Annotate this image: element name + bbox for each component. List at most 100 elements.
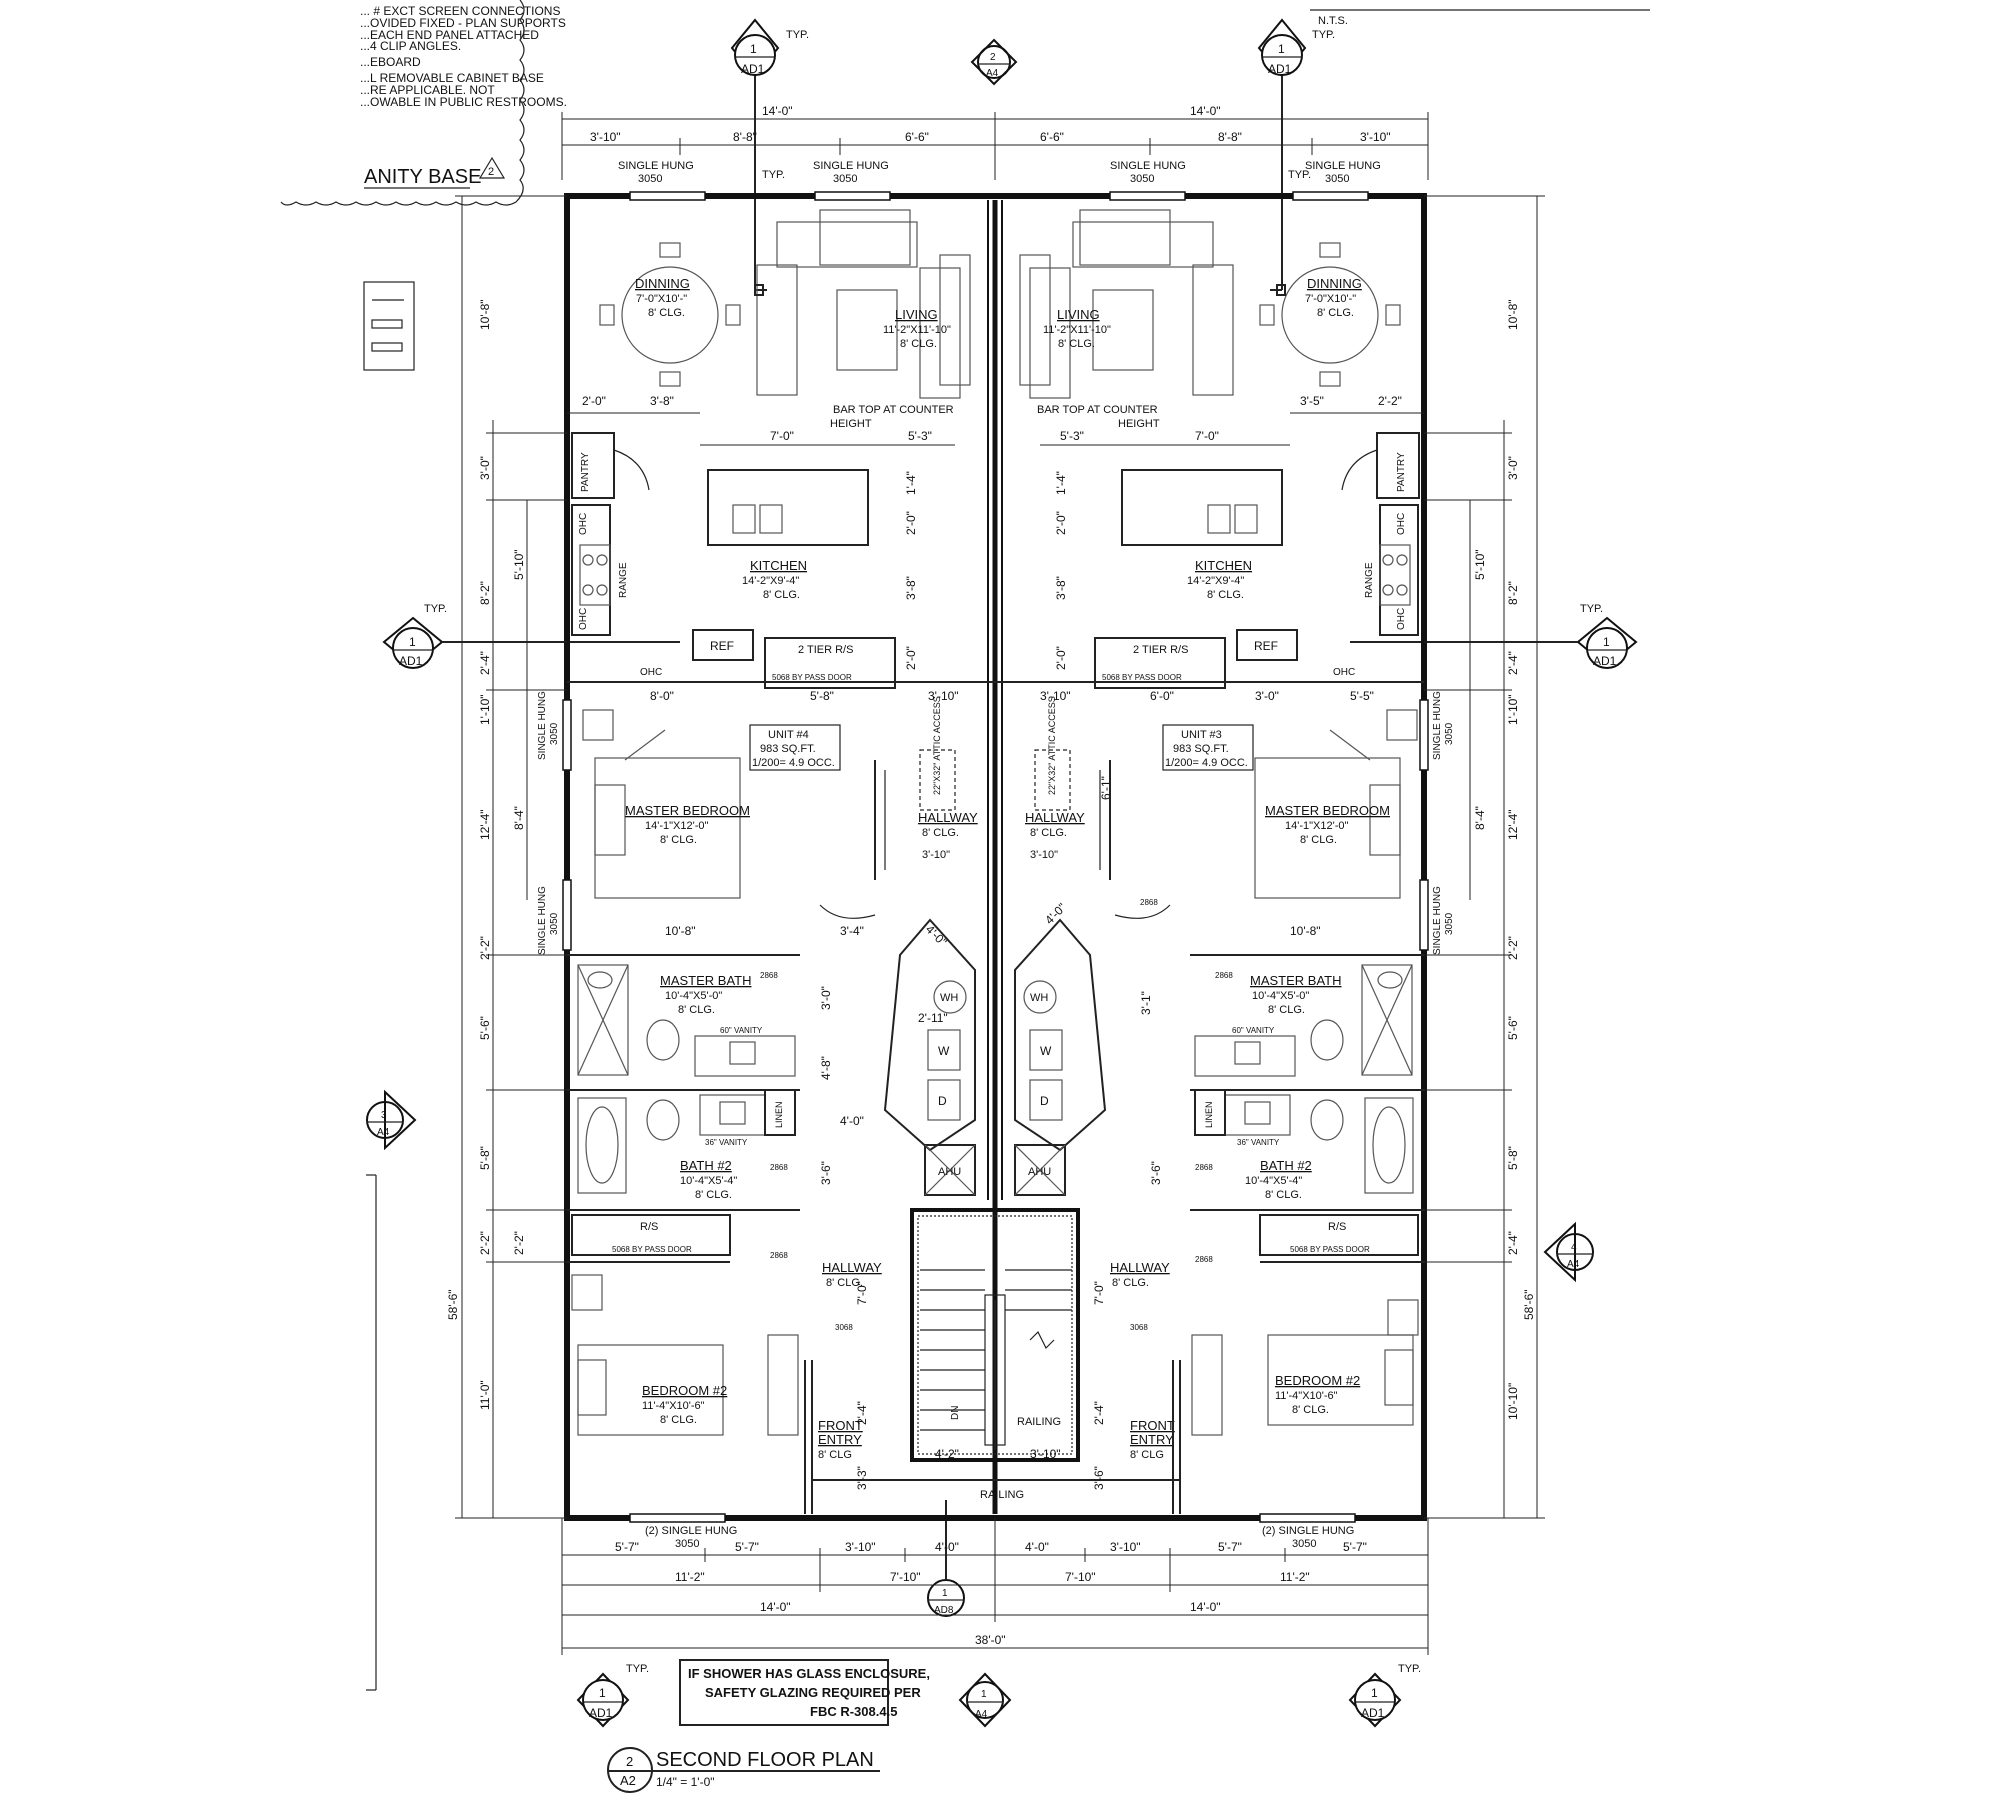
svg-text:36" VANITY: 36" VANITY — [705, 1138, 748, 1147]
svg-text:2'-2": 2'-2" — [512, 1231, 526, 1255]
dim-top-r2: 8'-8" — [1218, 130, 1242, 144]
living-furniture-right — [1019, 209, 1286, 399]
room-hallway2-left: HALLWAY — [822, 1260, 882, 1275]
title-name: SECOND FLOOR PLAN — [656, 1749, 874, 1771]
svg-text:8' CLG.: 8' CLG. — [1268, 1004, 1305, 1016]
svg-text:OHC: OHC — [1333, 667, 1355, 678]
room-hallway-left: HALLWAY — [918, 810, 978, 825]
svg-text:2 TIER R/S: 2 TIER R/S — [798, 644, 853, 656]
svg-text:5'-8": 5'-8" — [810, 689, 834, 703]
svg-text:8' CLG.: 8' CLG. — [678, 1004, 715, 1016]
svg-text:3'-3": 3'-3" — [855, 1466, 869, 1490]
svg-text:3: 3 — [381, 1110, 387, 1121]
right-dimensions: 58'-6" 10'-8" 3'-0" 5'-10" 8'-2" 2'-4" 1… — [1424, 195, 1545, 1519]
svg-text:5'-6": 5'-6" — [1506, 1016, 1520, 1040]
svg-text:1'-10": 1'-10" — [478, 694, 492, 725]
window-top-2-type: SINGLE HUNG — [813, 160, 889, 172]
svg-text:5'-7": 5'-7" — [735, 1540, 759, 1554]
window-bottom-left-type: (2) SINGLE HUNG — [645, 1525, 737, 1537]
svg-text:11'-4"X10'-6": 11'-4"X10'-6" — [642, 1400, 705, 1412]
note-line-2: ...OVIDED FIXED - PLAN SUPPORTS — [360, 16, 566, 30]
svg-text:2'-0": 2'-0" — [904, 511, 918, 535]
svg-text:4'-2": 4'-2" — [935, 1447, 959, 1461]
svg-text:AD1: AD1 — [399, 654, 423, 668]
linen-left: LINEN — [774, 1101, 784, 1128]
svg-text:8' CLG.: 8' CLG. — [826, 1277, 863, 1289]
svg-text:1/200= 4.9 OCC.: 1/200= 4.9 OCC. — [1165, 757, 1248, 769]
svg-text:5'-7": 5'-7" — [1343, 1540, 1367, 1554]
window-top-1-type: SINGLE HUNG — [618, 160, 694, 172]
svg-text:8' CLG.: 8' CLG. — [660, 834, 697, 846]
unit-label-3: UNIT #3 — [1181, 729, 1222, 741]
svg-text:8'-0": 8'-0" — [650, 689, 674, 703]
svg-text:7'-10": 7'-10" — [890, 1570, 921, 1584]
svg-text:TYP.: TYP. — [1288, 169, 1311, 181]
left-dimensions: 58'-6" 10'-8" 3'-0" 5'-10" 8'-2" 2'-4" 1… — [446, 195, 567, 1519]
svg-text:2 TIER R/S: 2 TIER R/S — [1133, 644, 1188, 656]
svg-text:8' CLG: 8' CLG — [818, 1449, 852, 1461]
svg-text:2: 2 — [990, 52, 996, 63]
railing-lower: RAILING — [980, 1489, 1024, 1501]
window-top-1-size: 3050 — [638, 173, 662, 185]
window-top-3-size: 3050 — [1130, 173, 1154, 185]
ahu-right: AHU — [1028, 1166, 1051, 1178]
svg-text:7'-0": 7'-0" — [770, 429, 794, 443]
dim-top-l1: 3'-10" — [590, 130, 621, 144]
svg-text:10'-8": 10'-8" — [1506, 299, 1520, 330]
svg-text:5'-10": 5'-10" — [1473, 549, 1487, 580]
svg-text:4'-0": 4'-0" — [1042, 900, 1069, 927]
front-entry-right: FRONT — [1130, 1418, 1175, 1433]
note-line-1: ... # EXCT SCREEN CONNECTIONS — [360, 4, 560, 18]
svg-text:2868: 2868 — [1215, 971, 1233, 980]
dining-table-left — [599, 242, 741, 387]
svg-text:2'-2": 2'-2" — [1506, 936, 1520, 960]
dining-table-right — [1259, 242, 1401, 387]
svg-text:1: 1 — [981, 1689, 987, 1700]
svg-text:AD8: AD8 — [934, 1605, 954, 1616]
svg-text:14'-0": 14'-0" — [1190, 1600, 1221, 1614]
svg-text:2'-0": 2'-0" — [1054, 511, 1068, 535]
room-bath2-right: BATH #2 — [1260, 1158, 1312, 1173]
dim-top-left-total: 14'-0" — [762, 104, 793, 118]
svg-text:5'-8": 5'-8" — [1506, 1146, 1520, 1170]
svg-text:1'-4": 1'-4" — [904, 471, 918, 495]
section-tag-a4-right: 4 A4 — [1543, 1221, 1594, 1283]
room-dining-left: DINNING — [635, 276, 690, 291]
water-heater-left: WH — [940, 992, 958, 1004]
room-kitchen-right: KITCHEN — [1195, 558, 1252, 573]
safety-glazing-note: IF SHOWER HAS GLASS ENCLOSURE, SAFETY GL… — [679, 1659, 930, 1726]
svg-text:A4: A4 — [1567, 1259, 1580, 1270]
unit-label-4: UNIT #4 — [768, 729, 809, 741]
svg-text:5'-7": 5'-7" — [1218, 1540, 1242, 1554]
room-bath2-left: BATH #2 — [680, 1158, 732, 1173]
svg-text:2'-4": 2'-4" — [1092, 1401, 1106, 1425]
svg-text:TYP.: TYP. — [1580, 603, 1603, 615]
svg-text:3'-0": 3'-0" — [1506, 456, 1520, 480]
master-bed-left-furniture — [582, 709, 741, 899]
svg-text:4: 4 — [1571, 1242, 1577, 1253]
svg-text:8' CLG.: 8' CLG. — [763, 589, 800, 601]
svg-text:10'-4"X5'-4": 10'-4"X5'-4" — [680, 1175, 737, 1187]
svg-text:12'-4": 12'-4" — [478, 809, 492, 840]
svg-text:3'-6": 3'-6" — [1149, 1161, 1163, 1185]
svg-text:HEIGHT: HEIGHT — [1118, 418, 1160, 430]
center-core: WH 2'-11" W D AHU WH W D AHU — [812, 918, 1180, 1501]
svg-text:2'-0": 2'-0" — [1054, 646, 1068, 670]
stair-treads — [920, 1269, 1072, 1431]
svg-text:1: 1 — [409, 635, 416, 649]
svg-text:7'-0"X10'-": 7'-0"X10'-" — [636, 293, 687, 305]
title-sheet: A2 — [620, 1773, 636, 1788]
drawing-title: 2 A2 SECOND FLOOR PLAN 1/4" = 1'-0" — [607, 1747, 880, 1793]
svg-text:11'-0": 11'-0" — [478, 1380, 492, 1410]
svg-text:3050: 3050 — [1444, 722, 1455, 745]
note-line-8: ...OWABLE IN PUBLIC RESTROOMS. — [360, 95, 567, 109]
svg-text:10'-10": 10'-10" — [1506, 1383, 1520, 1420]
revision-number: 2 — [488, 166, 494, 178]
room-living-left: LIVING — [895, 307, 938, 322]
vanity-base-label: ANITY BASE — [364, 166, 481, 188]
svg-text:10'-8": 10'-8" — [665, 924, 696, 938]
svg-text:TYP.: TYP. — [626, 1663, 649, 1675]
revision-cloud — [280, 0, 525, 206]
section-tag-ad1-mid-right: 1 AD1 TYP. — [1576, 603, 1638, 669]
svg-text:10'-4"X5'-0": 10'-4"X5'-0" — [665, 990, 722, 1002]
